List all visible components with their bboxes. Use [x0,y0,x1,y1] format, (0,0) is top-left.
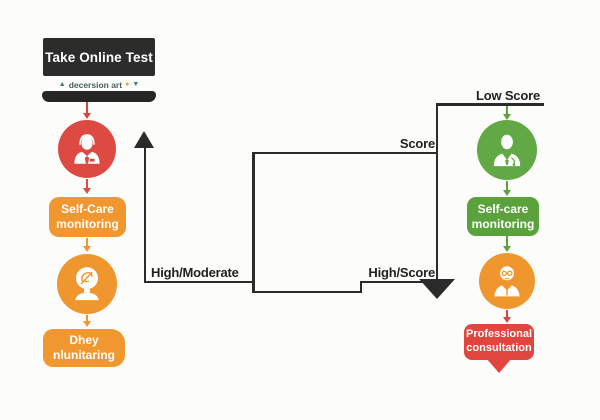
connector-line [505,236,509,247]
box-label-line: Self-Care [61,202,114,216]
connector-arrowhead [82,321,91,327]
take-online-test-box: Take Online Test [43,38,155,76]
connector-arrowhead [82,246,91,252]
score-top-line [252,151,438,154]
idea-circle [57,254,117,314]
down-arrowhead-icon [419,279,455,299]
connector-line [505,106,509,115]
low-score-label: Low Score [476,88,540,103]
dot-icon: ● [125,81,130,88]
daily-monitoring-box: Dhey nlunitaring [43,329,125,367]
businessman-icon [74,134,100,164]
box-label-line: Dhey [69,333,99,347]
up-triangle-icon: ▲ [58,81,66,88]
selfcare-monitoring-box-left: Self-Care monitoring [49,197,126,237]
connector-arrowhead [502,317,511,323]
up-arrowhead-icon [134,131,154,148]
professional-consultation-box: Professional consultation [464,324,534,360]
patient-circle [58,120,116,178]
professional-circle [479,253,535,309]
feedback-up-line [143,147,147,282]
connector-line [505,310,509,318]
box-label-line: consultation [466,342,532,354]
selfcare-monitoring-box-right: Self-care monitoring [467,197,539,236]
score-rect-left-line [252,151,255,293]
connector-arrowhead [82,113,91,119]
box-label-line: monitoring [56,217,119,231]
box-label-line: Professional [465,328,533,341]
take-online-test-label: Take Online Test [45,49,153,65]
box-label-line: Self-care [477,201,529,216]
step-line [359,281,363,293]
title-underline-bar [42,91,156,102]
connector-arrowhead [502,190,511,196]
watermark-text: decersion art [68,79,123,90]
down-triangle-icon: ▼ [132,81,140,88]
score-label: Score [399,136,435,151]
low-score-line [436,103,544,106]
connector-line [85,179,89,189]
doctor-circle [477,120,537,180]
watermark: ▲ decersion art ● ▼ [40,79,158,90]
main-vertical-line [435,103,439,280]
box-label-line: monitoring [471,216,535,231]
connector-line [505,181,509,191]
high-score-line [360,280,438,283]
connector-arrowhead [82,188,91,194]
professional-icon [494,266,520,297]
box-label-line: nlunitaring [53,348,115,362]
connector-line [85,102,89,114]
score-rect-bottom-line [252,290,362,293]
high-score-label: High/Score [368,265,435,280]
high-moderate-label: High/Moderate [151,265,239,280]
speech-bubble-tail [486,358,512,373]
high-moderate-line [144,280,254,283]
connector-line [85,315,89,322]
connector-line [85,238,89,247]
idea-person-icon [75,267,99,301]
connector-arrowhead [502,114,511,120]
connector-arrowhead [502,246,511,252]
doctor-icon [493,134,521,167]
